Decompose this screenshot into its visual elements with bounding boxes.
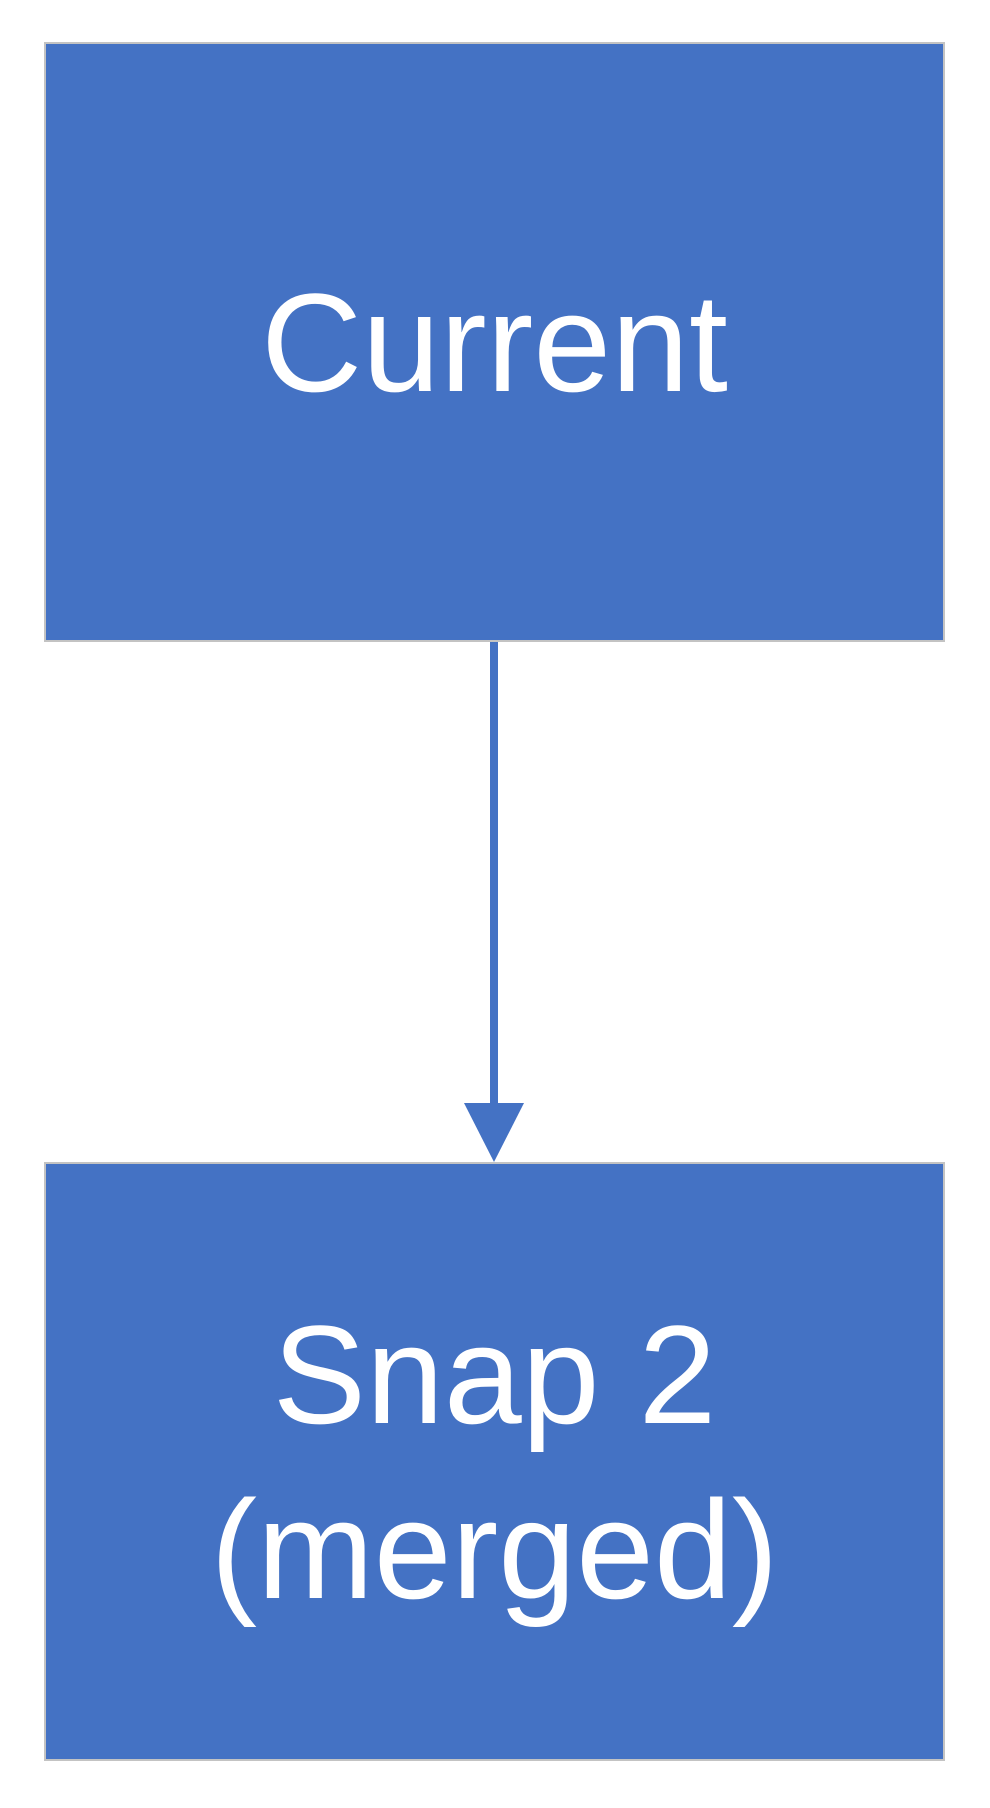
node-snap2-merged-label: Snap 2 (merged) xyxy=(211,1287,779,1637)
node-current: Current xyxy=(44,42,945,642)
node-snap2-line2: (merged) xyxy=(210,1470,779,1628)
node-snap2-merged: Snap 2 (merged) xyxy=(44,1162,945,1761)
node-snap2-line1: Snap 2 xyxy=(272,1295,717,1453)
node-current-label: Current xyxy=(261,263,728,421)
arrow-connector-shaft xyxy=(490,642,498,1103)
arrow-down-icon xyxy=(464,1103,524,1162)
